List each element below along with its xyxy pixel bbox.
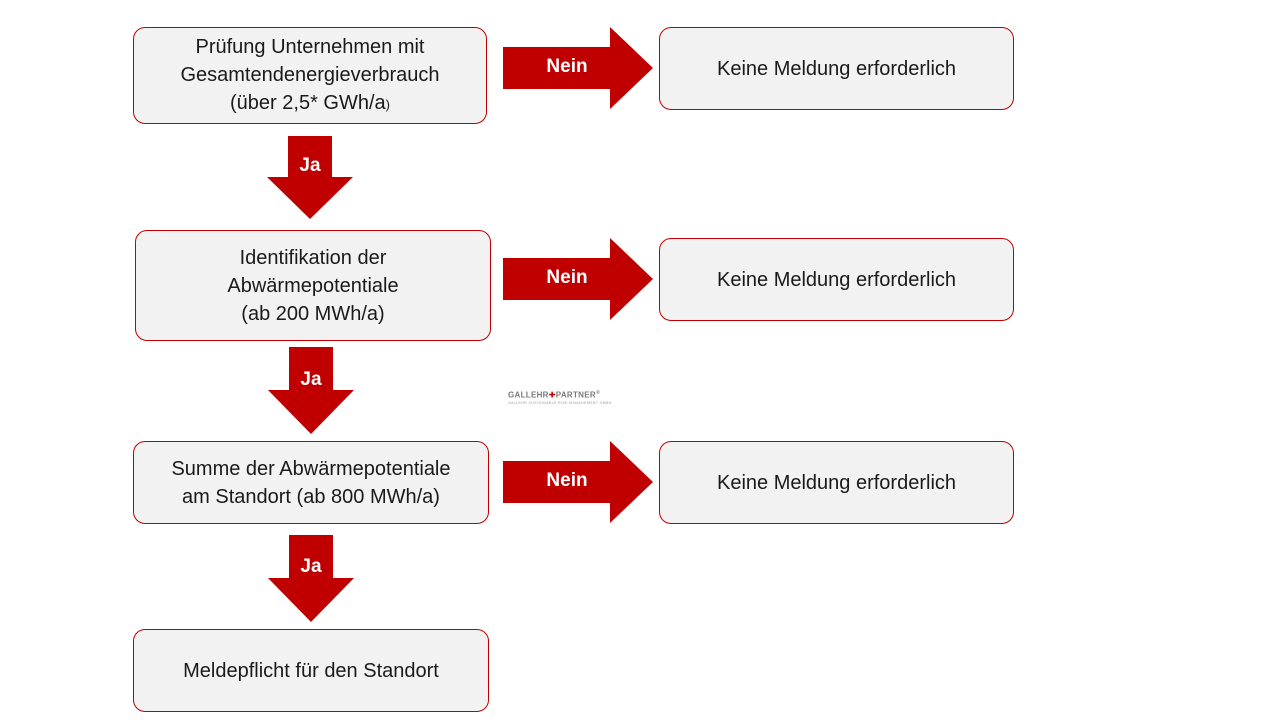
- step-text-line: am Standort (ab 800 MWh/a): [182, 485, 440, 508]
- outcome-box-no-report-1: Keine Meldung erforderlich: [659, 27, 1014, 110]
- yes-arrow-1: Ja: [267, 136, 353, 219]
- logo-name-left: GALLEHR: [508, 390, 549, 400]
- outcome-text: Keine Meldung erforderlich: [716, 268, 957, 291]
- step-text-line: Prüfung Unternehmen mit: [195, 35, 425, 58]
- step-text-line: (über 2,5* GWh/a): [230, 89, 390, 119]
- arrow-down-icon: [268, 347, 354, 434]
- outcome-text: Keine Meldung erforderlich: [716, 57, 957, 80]
- outcome-box-no-report-3: Keine Meldung erforderlich: [659, 441, 1014, 524]
- step-box-site-sum: Summe der Abwärmepotentiale am Standort …: [133, 441, 489, 524]
- no-label: Nein: [546, 56, 588, 77]
- arrow-right-icon: [503, 238, 653, 320]
- logo-registered: ®: [595, 390, 600, 396]
- no-label: Nein: [546, 470, 588, 491]
- no-arrow-2: Nein: [503, 238, 653, 321]
- logo-name-right: PARTNER: [555, 390, 596, 400]
- no-label: Nein: [546, 267, 588, 288]
- yes-label: Ja: [299, 155, 321, 176]
- logo-subtitle: GALLEHR SUSTAINABLE RISK MANAGEMENT GMBH: [508, 400, 612, 405]
- step-text-main: (über 2,5* GWh/a: [230, 91, 386, 114]
- step-text-paren: ): [385, 96, 390, 112]
- arrow-down-icon: [267, 136, 353, 219]
- arrow-down-icon: [268, 535, 354, 622]
- step-text-line: (ab 200 MWh/a): [241, 302, 385, 325]
- step-text-line: Identifikation der: [239, 246, 387, 269]
- step-text-line: Abwärmepotentiale: [227, 274, 399, 297]
- step-box-waste-heat-identification: Identifikation der Abwärmepotentiale (ab…: [135, 230, 491, 341]
- arrow-right-icon: [503, 27, 653, 109]
- no-arrow-3: Nein: [503, 441, 653, 524]
- yes-arrow-2: Ja: [268, 347, 354, 434]
- result-box-reporting-obligation: Meldepflicht für den Standort: [133, 629, 489, 712]
- result-text: Meldepflicht für den Standort: [183, 659, 439, 682]
- logo-wordmark: GALLEHR✚PARTNER®: [508, 388, 612, 401]
- yes-arrow-3: Ja: [268, 535, 354, 622]
- arrow-right-icon: [503, 441, 653, 523]
- step-text-line: Gesamtendenergieverbrauch: [180, 63, 440, 86]
- no-arrow-1: Nein: [503, 27, 653, 110]
- step-box-energy-check: Prüfung Unternehmen mit Gesamtendenergie…: [133, 27, 487, 124]
- outcome-box-no-report-2: Keine Meldung erforderlich: [659, 238, 1014, 321]
- yes-label: Ja: [300, 369, 322, 390]
- company-logo: GALLEHR✚PARTNER® GALLEHR SUSTAINABLE RIS…: [508, 388, 612, 406]
- outcome-text: Keine Meldung erforderlich: [716, 471, 957, 494]
- logo-cross-icon: ✚: [548, 390, 556, 400]
- yes-label: Ja: [300, 556, 322, 577]
- step-text-line: Summe der Abwärmepotentiale: [171, 457, 451, 480]
